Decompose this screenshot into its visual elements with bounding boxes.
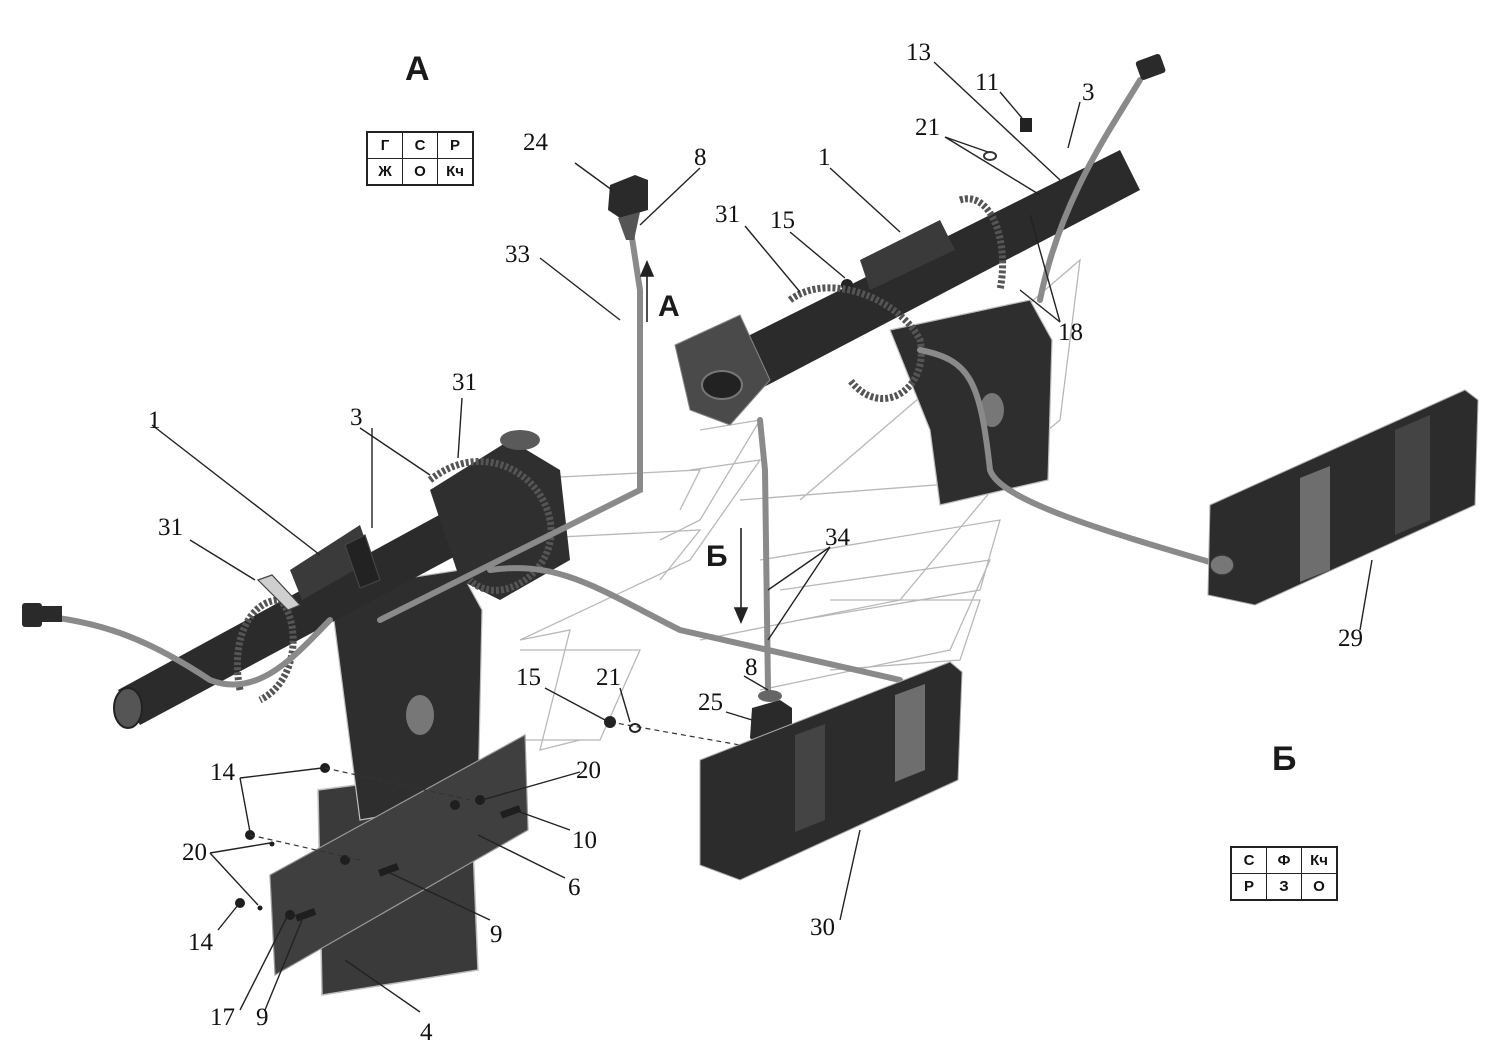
callout-4: 4 [420,1019,433,1046]
callout-13: 13 [906,39,931,66]
left-end-connector [22,603,62,627]
callout-1-right: 1 [818,144,831,171]
tail-lamp-29 [1207,389,1479,606]
pin-b-top-2: Ф [1266,846,1302,874]
view-arrows [639,259,749,625]
callout-14-b: 14 [188,929,214,956]
callout-21-bottom: 21 [596,664,621,691]
connector-pinout-a: Г С Р Ж О Кч [366,131,474,186]
pin-b-top-3: Кч [1301,846,1338,874]
screw-washer-top [983,118,1032,161]
left-straps [256,534,381,611]
arrow-a-letter: А [658,290,680,323]
pin-a-bottom-2: О [402,158,438,186]
left-bracket-plate [329,569,483,821]
callout-1-left: 1 [148,407,161,434]
callout-18: 18 [1058,319,1083,346]
callout-9-a: 9 [490,921,503,948]
pin-b-bottom-2: З [1266,873,1302,901]
callout-33: 33 [505,241,530,268]
view-a-title: А [405,50,430,88]
view-b-title: Б [1272,740,1297,778]
callout-34: 34 [825,524,851,551]
callout-8-bottom: 8 [745,654,758,681]
callout-24: 24 [523,129,549,156]
callout-15-bottom: 15 [516,664,541,691]
pin-b-bottom-3: О [1301,873,1338,901]
cables [27,77,1223,693]
callout-15-top: 15 [770,207,795,234]
callout-25: 25 [698,689,723,716]
callout-3-left: 3 [350,404,363,431]
callout-numbers: 1 1 3 3 4 6 8 8 9 9 10 11 13 14 14 15 15… [148,39,1363,1046]
connector-pinout-b: С Ф Кч Р З О [1230,846,1338,901]
pin-a-bottom-3: Кч [437,158,474,186]
pin-a-top-1: Г [366,131,403,159]
nut-washer-lamp [604,716,641,733]
pin-a-top-3: Р [437,131,474,159]
callout-3-top: 3 [1082,79,1095,106]
connector-24 [608,175,648,240]
callout-10: 10 [572,827,597,854]
tail-lamp-30 [699,661,963,881]
callout-31-left-upper: 31 [452,369,477,396]
arrow-b-letter: Б [706,540,728,573]
callout-9-b: 9 [256,1004,269,1031]
pin-b-bottom-1: Р [1230,873,1267,901]
callout-21-top: 21 [915,114,940,141]
callout-30: 30 [810,914,835,941]
callout-31-right: 31 [715,201,740,228]
callout-20-right: 20 [576,757,601,784]
callout-6: 6 [568,874,581,901]
pin-a-top-2: С [402,131,438,159]
callout-29: 29 [1338,625,1363,652]
callout-17: 17 [210,1004,235,1031]
license-plate [269,734,529,977]
callout-11: 11 [975,69,999,96]
pin-b-top-1: С [1230,846,1267,874]
callout-14-a: 14 [210,759,236,786]
leader-lines [151,61,1373,1013]
callout-20-left: 20 [182,839,207,866]
callout-8-top: 8 [694,144,707,171]
pin-a-bottom-1: Ж [366,158,403,186]
callout-31-left-lower: 31 [158,514,183,541]
top-right-connector [1135,53,1166,80]
right-tube [674,150,1140,426]
right-clamps [787,195,1007,402]
